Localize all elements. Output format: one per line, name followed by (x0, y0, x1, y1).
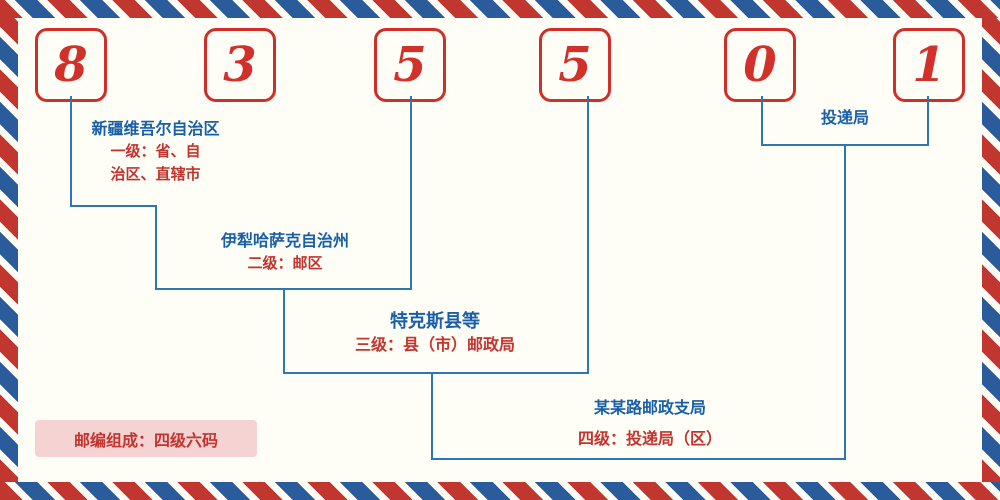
level-4-desc: 四级：投递局（区） (577, 429, 722, 448)
digit-box-4: 5 (539, 28, 611, 102)
delivery-office-name: 投递局 (820, 108, 869, 127)
connector-line (761, 96, 763, 146)
connector-line (410, 96, 412, 290)
digit-5: 0 (743, 37, 777, 93)
digit-3: 5 (393, 37, 427, 93)
connector-line (927, 96, 929, 146)
composition-text: 邮编组成：四级六码 (73, 430, 218, 450)
digit-2: 3 (223, 37, 257, 93)
connector-line (431, 458, 846, 460)
connector-line (283, 288, 285, 374)
airmail-border-left (0, 18, 18, 482)
connector-line (431, 372, 433, 460)
digit-1: 8 (54, 37, 88, 93)
level-1-region-name: 新疆维吾尔自治区 (91, 119, 220, 138)
connector-line (70, 96, 72, 207)
connector-line (587, 96, 589, 374)
airmail-border-right (982, 18, 1000, 482)
delivery-office-label: 投递局 (783, 106, 907, 129)
level-2-label: 伊犁哈萨克自治州 二级：邮区 (190, 229, 380, 275)
digit-box-3: 5 (374, 28, 446, 102)
digit-box-6: 1 (893, 28, 965, 102)
connector-line (155, 205, 157, 290)
connector-line (844, 144, 846, 460)
digit-box-2: 3 (204, 28, 276, 102)
level-1-label: 新疆维吾尔自治区 一级：省、自 治区、直辖市 (58, 117, 253, 186)
digit-box-1: 8 (35, 28, 107, 102)
level-1-desc-line-1: 一级：省、自 (110, 142, 201, 160)
level-3-region-name: 特克斯县等 (390, 311, 480, 332)
digit-6: 1 (912, 37, 946, 93)
level-3-label: 特克斯县等 三级：县（市）邮政局 (315, 310, 555, 356)
digit-4: 5 (558, 37, 592, 93)
connector-line (283, 372, 589, 374)
digit-box-5: 0 (724, 28, 796, 102)
composition-badge: 邮编组成：四级六码 (35, 420, 257, 457)
level-2-region-name: 伊犁哈萨克自治州 (220, 231, 349, 250)
level-2-desc: 二级：邮区 (247, 254, 323, 272)
connector-line (761, 144, 929, 146)
airmail-border-top (0, 0, 1000, 18)
level-3-desc: 三级：县（市）邮政局 (354, 335, 515, 354)
level-4-label: 某某路邮政支局 四级：投递局（区） (535, 396, 765, 450)
level-4-region-name: 某某路邮政支局 (593, 398, 706, 417)
level-1-desc-line-2: 治区、直辖市 (110, 165, 201, 183)
airmail-border-bottom (0, 482, 1000, 500)
connector-line (70, 205, 157, 207)
